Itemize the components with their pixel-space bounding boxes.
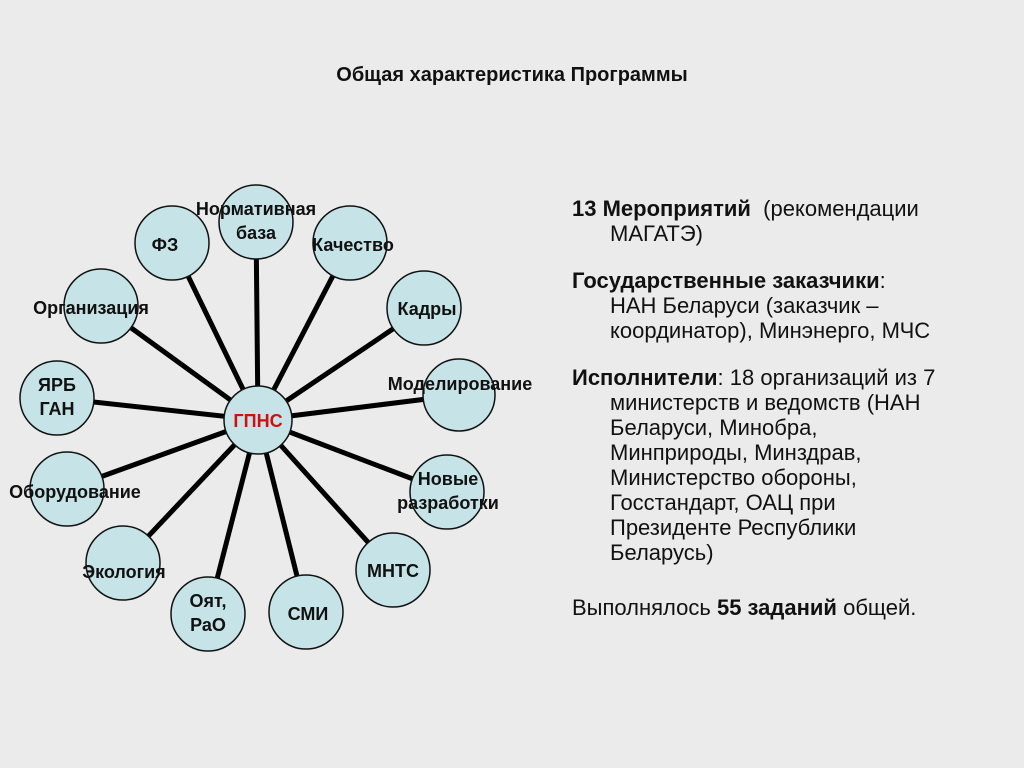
customers-line: координатор), Минэнерго, МЧС [610, 318, 931, 343]
node-circle [386, 270, 462, 346]
diagram-node: МНТС [355, 532, 431, 608]
node-label: ЯРБ [38, 375, 76, 395]
executors-line: Беларуси, Минобра, [610, 415, 818, 440]
node-circle [63, 268, 139, 344]
executors-line: Госстандарт, ОАЦ при [610, 490, 836, 515]
executors-text: : 18 организаций из 7 [717, 365, 936, 390]
node-label: ГАН [39, 399, 74, 419]
node-circle [218, 184, 294, 260]
node-label: Экология [82, 562, 165, 582]
diagram-node: Оят, РаО [170, 576, 246, 652]
customers-heading: Государственные заказчики [572, 268, 880, 293]
node-label: Организация [33, 298, 149, 318]
hub-label: ГПНС [233, 411, 282, 431]
node-circle [268, 574, 344, 650]
tasks-block: Выполнялось 55 заданий общей. [572, 595, 1012, 620]
diagram-node: Качество [312, 205, 394, 281]
diagram-node: Новые разработки [397, 454, 499, 530]
node-circle [85, 525, 161, 601]
diagram-hub: ГПНС [223, 385, 293, 455]
executors-line: Президенте Республики [610, 515, 857, 540]
node-label: Кадры [397, 299, 456, 319]
node-circle [312, 205, 388, 281]
program-diagram: ФЗ Нормативная базаКачествоКадрыМоделирова… [9, 184, 532, 652]
node-label: МНТС [367, 561, 419, 581]
node-label: разработки [397, 493, 499, 513]
measures-text-line2: МАГАТЭ) [610, 221, 703, 246]
diagram-nodes: ФЗ Нормативная базаКачествоКадрыМоделирова… [9, 184, 532, 652]
node-label: Оят, [190, 591, 227, 611]
node-circle [422, 358, 496, 432]
diagram-node: Экология [82, 525, 166, 601]
executors-line: Министерство обороны, [610, 465, 857, 490]
customers-block: Государственные заказчики: НАН Беларуси … [572, 268, 1012, 343]
diagram-node: Организация [33, 268, 149, 344]
node-label: Качество [312, 235, 394, 255]
tasks-pre: Выполнялось [572, 595, 717, 620]
diagram-node: Нормативная база [196, 184, 316, 260]
node-circle [19, 360, 95, 436]
node-label: Новые [418, 469, 478, 489]
node-label: РаО [190, 615, 226, 635]
node-label: база [236, 223, 277, 243]
node-label: СМИ [288, 604, 329, 624]
executors-block: Исполнители: 18 организаций из 7 министе… [572, 365, 1012, 565]
node-circle [29, 451, 105, 527]
executors-line: Минприроды, Минздрав, [610, 440, 862, 465]
diagram-node: Оборудование [9, 451, 141, 527]
measures-block: 13 Мероприятий (рекомендации МАГАТЭ) [572, 196, 1012, 246]
node-label: Оборудование [9, 482, 141, 502]
node-label: Моделирование [388, 374, 532, 394]
node-label: Нормативная [196, 199, 316, 219]
diagram-node: ФЗ [134, 205, 210, 281]
node-circle [170, 576, 246, 652]
diagram-node: Моделирование [388, 358, 532, 432]
node-circle [409, 454, 485, 530]
node-circle [355, 532, 431, 608]
tasks-post: общей. [836, 595, 917, 620]
executors-heading: Исполнители [572, 365, 718, 390]
hub-circle [223, 385, 293, 455]
measures-count: 13 Мероприятий [572, 196, 751, 221]
tasks-count: 55 заданий [716, 595, 837, 620]
info-panel: 13 Мероприятий (рекомендации МАГАТЭ) Гос… [572, 196, 1012, 642]
executors-line: министерств и ведомств (НАН [610, 390, 921, 415]
executors-line: Беларусь) [610, 540, 714, 565]
diagram-node: СМИ [268, 574, 344, 650]
diagram-node: Кадры [386, 270, 462, 346]
customers-line: НАН Беларуси (заказчик – [610, 293, 879, 318]
customers-colon: : [879, 268, 886, 293]
measures-text: (рекомендации [750, 196, 919, 221]
page-title: Общая характеристика Программы [336, 64, 688, 86]
diagram-node: ЯРБ ГАН [19, 360, 95, 436]
node-circle [134, 205, 210, 281]
node-label: ФЗ [152, 235, 179, 255]
